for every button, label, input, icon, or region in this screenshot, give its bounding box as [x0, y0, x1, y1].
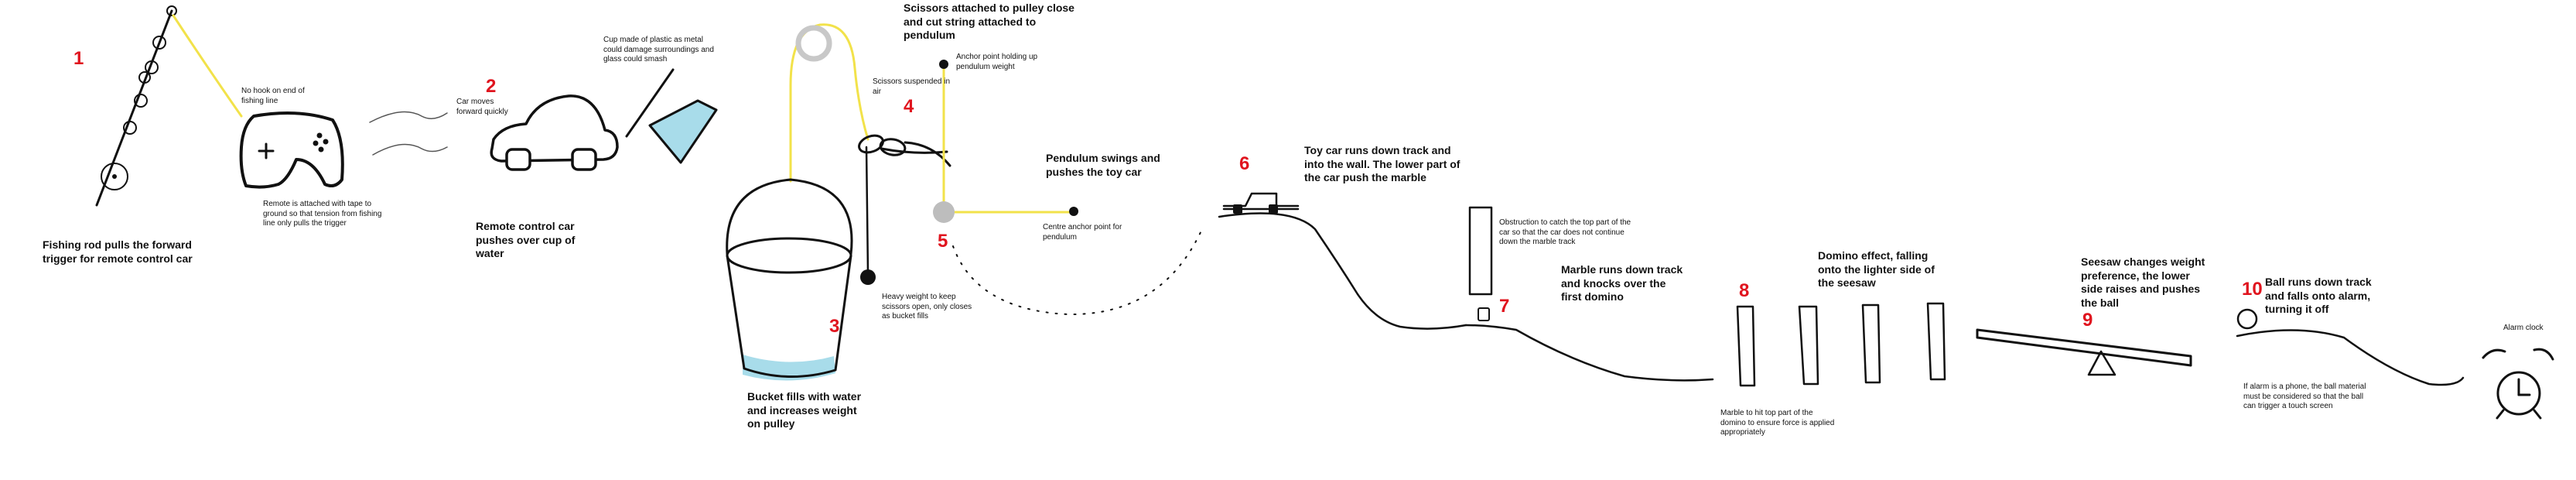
caption-remote-tape: Remote is attached with tape to ground s…: [263, 200, 382, 228]
caption-scissors-title: Scissors attached to pulley close and cu…: [904, 2, 1074, 41]
caption-no-hook: No hook on end of fishing line: [241, 87, 305, 105]
domino-3: [1861, 303, 1881, 384]
obstruction-wall: [1468, 206, 1493, 296]
step-number-9: 9: [2082, 310, 2093, 331]
toy-car-icon: [1222, 192, 1300, 214]
pulley-wheel: [795, 25, 832, 62]
dominoes: [1736, 302, 1946, 387]
motion-lines: [369, 111, 448, 156]
caption-pendulum: Pendulum swings and pushes the toy car: [1046, 152, 1160, 178]
step-number-10: 10: [2242, 279, 2263, 300]
step-number-5: 5: [938, 231, 948, 252]
caption-scissors-suspended: Scissors suspended in air: [873, 77, 951, 96]
caption-domino: Domino effect, falling onto the lighter …: [1818, 249, 1935, 289]
fishing-rod: [95, 5, 177, 207]
caption-marble-hit: Marble to hit top part of the domino to …: [1720, 409, 1835, 437]
domino-4: [1926, 302, 1946, 381]
caption-seesaw: Seesaw changes weight preference, the lo…: [2081, 255, 2205, 309]
caption-fishing-rod: Fishing rod pulls the forward trigger fo…: [43, 238, 193, 265]
domino-1: [1736, 305, 1756, 387]
pendulum-swing-arc: [952, 231, 1201, 316]
ball-track: [2236, 329, 2465, 386]
alarm-clock-icon: [2482, 348, 2554, 420]
anchor-point-top: [939, 60, 948, 69]
caption-obstruction: Obstruction to catch the top part of the…: [1499, 218, 1631, 246]
step-number-7: 7: [1499, 296, 1510, 317]
fishing-line: [172, 14, 243, 118]
bucket-icon: [726, 178, 853, 381]
caption-marble-runs: Marble runs down track and knocks over t…: [1561, 263, 1683, 303]
marble: [1478, 307, 1490, 321]
caption-ball: Ball runs down track and falls onto alar…: [2265, 276, 2372, 315]
step-number-6: 6: [1239, 153, 1250, 174]
remote-control-car-icon: [490, 94, 619, 171]
centre-anchor-point: [1069, 207, 1078, 216]
pulley-rope: [789, 23, 869, 183]
cup-of-water-icon: [625, 68, 718, 164]
domino-2: [1798, 305, 1819, 386]
remote-controller-icon: [239, 111, 344, 189]
marble-track: [1464, 324, 1714, 382]
caption-heavy-weight: Heavy weight to keep scissors open, only…: [882, 293, 972, 321]
step-number-8: 8: [1739, 280, 1750, 301]
caption-phone-note: If alarm is a phone, the ball material m…: [2243, 382, 2366, 410]
caption-anchor-point: Anchor point holding up pendulum weight: [956, 53, 1038, 71]
step-number-3: 3: [829, 316, 840, 337]
caption-cup: Cup made of plastic as metal could damag…: [603, 36, 714, 63]
caption-rc-car: Remote control car pushes over cup of wa…: [476, 220, 576, 259]
pendulum-weight: [933, 201, 955, 223]
step-number-4: 4: [904, 96, 914, 117]
caption-car-moves: Car moves forward quickly: [456, 98, 508, 116]
step-number-1: 1: [73, 48, 84, 69]
scissors-cord: [865, 146, 869, 276]
caption-alarm-clock: Alarm clock: [2503, 324, 2544, 332]
car-track: [1218, 212, 1467, 330]
scissors-icon: [858, 134, 951, 167]
ball: [2236, 308, 2258, 330]
step-number-2: 2: [486, 76, 497, 97]
caption-centre-anchor: Centre anchor point for pendulum: [1043, 223, 1122, 242]
heavy-weight: [860, 269, 876, 285]
caption-toy-car: Toy car runs down track and into the wal…: [1304, 144, 1461, 183]
seesaw-icon: [1976, 328, 2192, 376]
caption-bucket: Bucket fills with water and increases we…: [747, 390, 862, 430]
